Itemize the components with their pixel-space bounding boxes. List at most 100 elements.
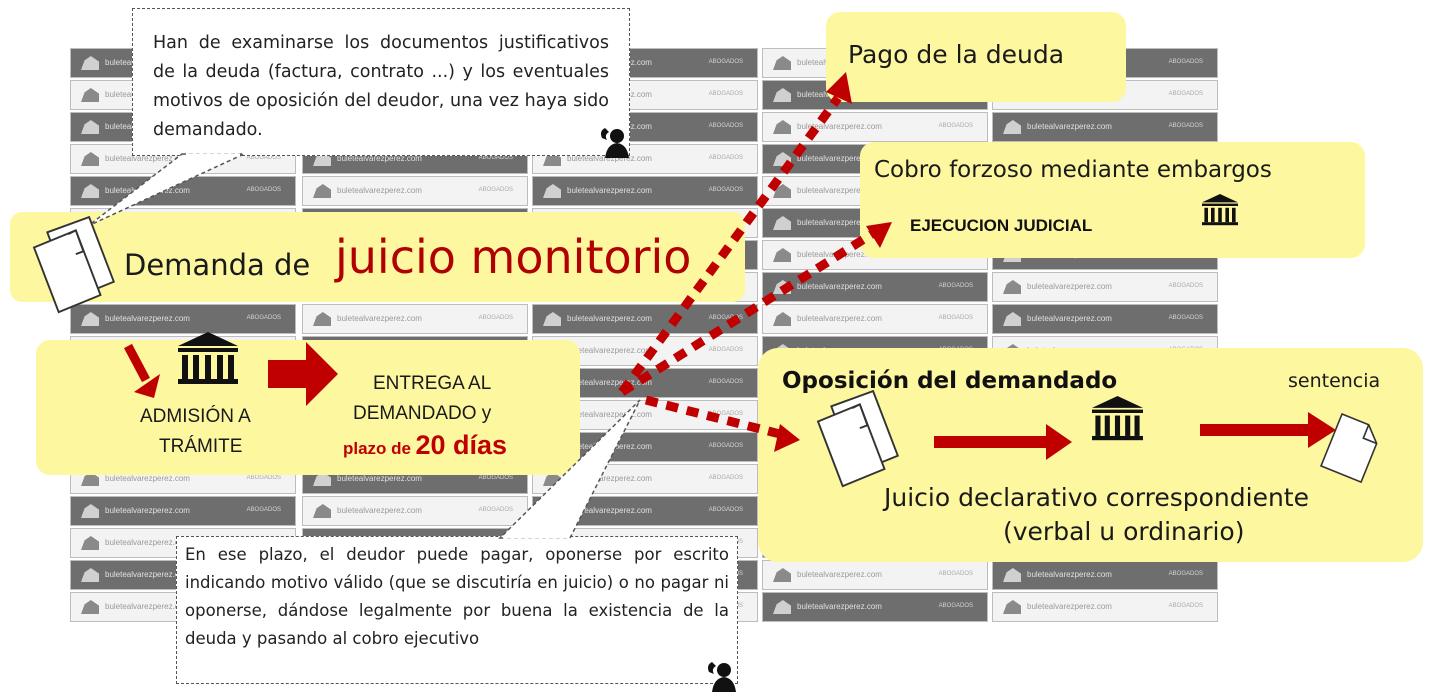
watermark-tag: ABOGADOS — [246, 187, 281, 193]
watermark-site: buletealvarezperez.com — [1027, 122, 1112, 131]
pago-text: Pago de la deuda — [848, 40, 1065, 69]
watermark-site: buletealvarezperez.com — [797, 282, 882, 291]
watermark-site: buletealvarezperez.com — [797, 218, 882, 227]
ejecucion-text: EJECUCION JUDICIAL — [910, 216, 1093, 235]
watermark-tag: ABOGADOS — [1168, 283, 1203, 289]
sentencia-label: sentencia — [1288, 370, 1381, 392]
watermark-tag: ABOGADOS — [938, 315, 973, 321]
entrega-line1: ENTREGA AL — [373, 373, 492, 394]
dotted-arrow-to-cobro — [619, 222, 892, 396]
watermark-tag: ABOGADOS — [708, 315, 743, 321]
watermark-tag: ABOGADOS — [938, 123, 973, 129]
watermark-site: buletealvarezperez.com — [567, 506, 652, 515]
watermark-site: buletealvarezperez.com — [797, 186, 882, 195]
watermark-tile: buletealvarezperez.com ABOGADOS — [532, 176, 758, 206]
watermark-tile: buletealvarezperez.com ABOGADOS — [762, 112, 988, 142]
watermark-site: buletealvarezperez.com — [797, 314, 882, 323]
watermark-tag: ABOGADOS — [938, 571, 973, 577]
document-icon — [33, 216, 115, 314]
watermark-tag: ABOGADOS — [708, 187, 743, 193]
arrow-admision-to-entrega — [268, 342, 338, 406]
entrega-plazo: plazo de 20 días — [343, 430, 507, 461]
callout-bottom-text: En ese plazo, el deudor puede pagar, opo… — [185, 545, 729, 648]
watermark-site: buletealvarezperez.com — [105, 314, 190, 323]
watermark-tag: ABOGADOS — [708, 411, 743, 417]
watermark-tag: ABOGADOS — [1168, 603, 1203, 609]
phone-person-icon — [601, 128, 629, 158]
watermark-tag: ABOGADOS — [478, 475, 513, 481]
watermark-tag: ABOGADOS — [938, 603, 973, 609]
admision-line2: TRÁMITE — [159, 436, 243, 457]
watermark-tag: ABOGADOS — [1168, 91, 1203, 97]
watermark-tag: ABOGADOS — [246, 507, 281, 513]
watermark-tile: buletealvarezperez.com ABOGADOS — [762, 592, 988, 622]
plazo-value: 20 días — [415, 430, 508, 460]
watermark-tag: ABOGADOS — [1168, 59, 1203, 65]
watermark-site: buletealvarezperez.com — [105, 506, 190, 515]
watermark-site: buletealvarezperez.com — [797, 154, 882, 163]
watermark-tag: ABOGADOS — [708, 91, 743, 97]
courthouse-icon — [178, 332, 238, 384]
watermark-tag: ABOGADOS — [708, 379, 743, 385]
demanda-box — [10, 212, 745, 302]
watermark-site: buletealvarezperez.com — [105, 538, 190, 547]
watermark-tag: ABOGADOS — [1168, 571, 1203, 577]
watermark-tag: ABOGADOS — [478, 187, 513, 193]
watermark-tag: ABOGADOS — [708, 507, 743, 513]
watermark-tag: ABOGADOS — [708, 443, 743, 449]
watermark-site: buletealvarezperez.com — [797, 122, 882, 131]
phone-person-icon — [708, 662, 736, 692]
watermark-tag: ABOGADOS — [1168, 123, 1203, 129]
dotted-arrow-to-pago — [618, 72, 852, 395]
watermark-tile: buletealvarezperez.com ABOGADOS — [70, 496, 296, 526]
watermark-site: buletealvarezperez.com — [567, 474, 652, 483]
demanda-prefix: Demanda de — [124, 248, 311, 282]
watermark-tag: ABOGADOS — [938, 283, 973, 289]
watermark-site: buletealvarezperez.com — [1027, 282, 1112, 291]
watermark-tag: ABOGADOS — [708, 123, 743, 129]
callout-top: Han de examinarse los documentos justifi… — [132, 8, 630, 156]
watermark-tag: ABOGADOS — [478, 155, 513, 161]
pago-box — [826, 12, 1126, 102]
arrow-demanda-to-admision — [124, 343, 160, 398]
watermark-site: buletealvarezperez.com — [105, 154, 190, 163]
watermark-tag: ABOGADOS — [708, 475, 743, 481]
watermark-tile: buletealvarezperez.com ABOGADOS — [992, 112, 1218, 142]
watermark-site: buletealvarezperez.com — [567, 154, 652, 163]
watermark-tag: ABOGADOS — [708, 59, 743, 65]
watermark-site: buletealvarezperez.com — [567, 314, 652, 323]
watermark-site: buletealvarezperez.com — [567, 186, 652, 195]
arrow-oposicion-to-juicio — [934, 424, 1072, 460]
juicio-line2: (verbal u ordinario) — [1003, 517, 1245, 546]
document-icon — [817, 390, 899, 488]
cobro-box — [860, 142, 1365, 258]
callout-bottom-tail — [498, 399, 641, 539]
juicio-line1: Juicio declarativo correspondiente — [884, 483, 1309, 512]
demanda-title: juicio monitorio — [335, 230, 692, 284]
courthouse-icon — [1202, 194, 1238, 226]
admision-line1: ADMISIÓN A — [140, 406, 251, 427]
watermark-site: buletealvarezperez.com — [337, 314, 422, 323]
dotted-arrow-to-oposicion — [644, 395, 800, 452]
sentencia-document-icon — [1319, 412, 1378, 484]
watermark-site: buletealvarezperez.com — [337, 154, 422, 163]
cobro-title: Cobro forzoso mediante embargos — [874, 157, 1272, 183]
watermark-site: buletealvarezperez.com — [797, 602, 882, 611]
watermark-site: buletealvarezperez.com — [105, 474, 190, 483]
watermark-site: buletealvarezperez.com — [1027, 570, 1112, 579]
watermark-site: buletealvarezperez.com — [797, 570, 882, 579]
watermark-tag: ABOGADOS — [1168, 315, 1203, 321]
watermark-site: buletealvarezperez.com — [105, 602, 190, 611]
plazo-prefix: plazo de — [343, 439, 412, 458]
watermark-tag: ABOGADOS — [246, 475, 281, 481]
callout-bottom: En ese plazo, el deudor puede pagar, opo… — [176, 536, 738, 684]
watermark-tile: buletealvarezperez.com ABOGADOS — [762, 304, 988, 334]
watermark-site: buletealvarezperez.com — [567, 378, 652, 387]
watermark-site: buletealvarezperez.com — [337, 474, 422, 483]
